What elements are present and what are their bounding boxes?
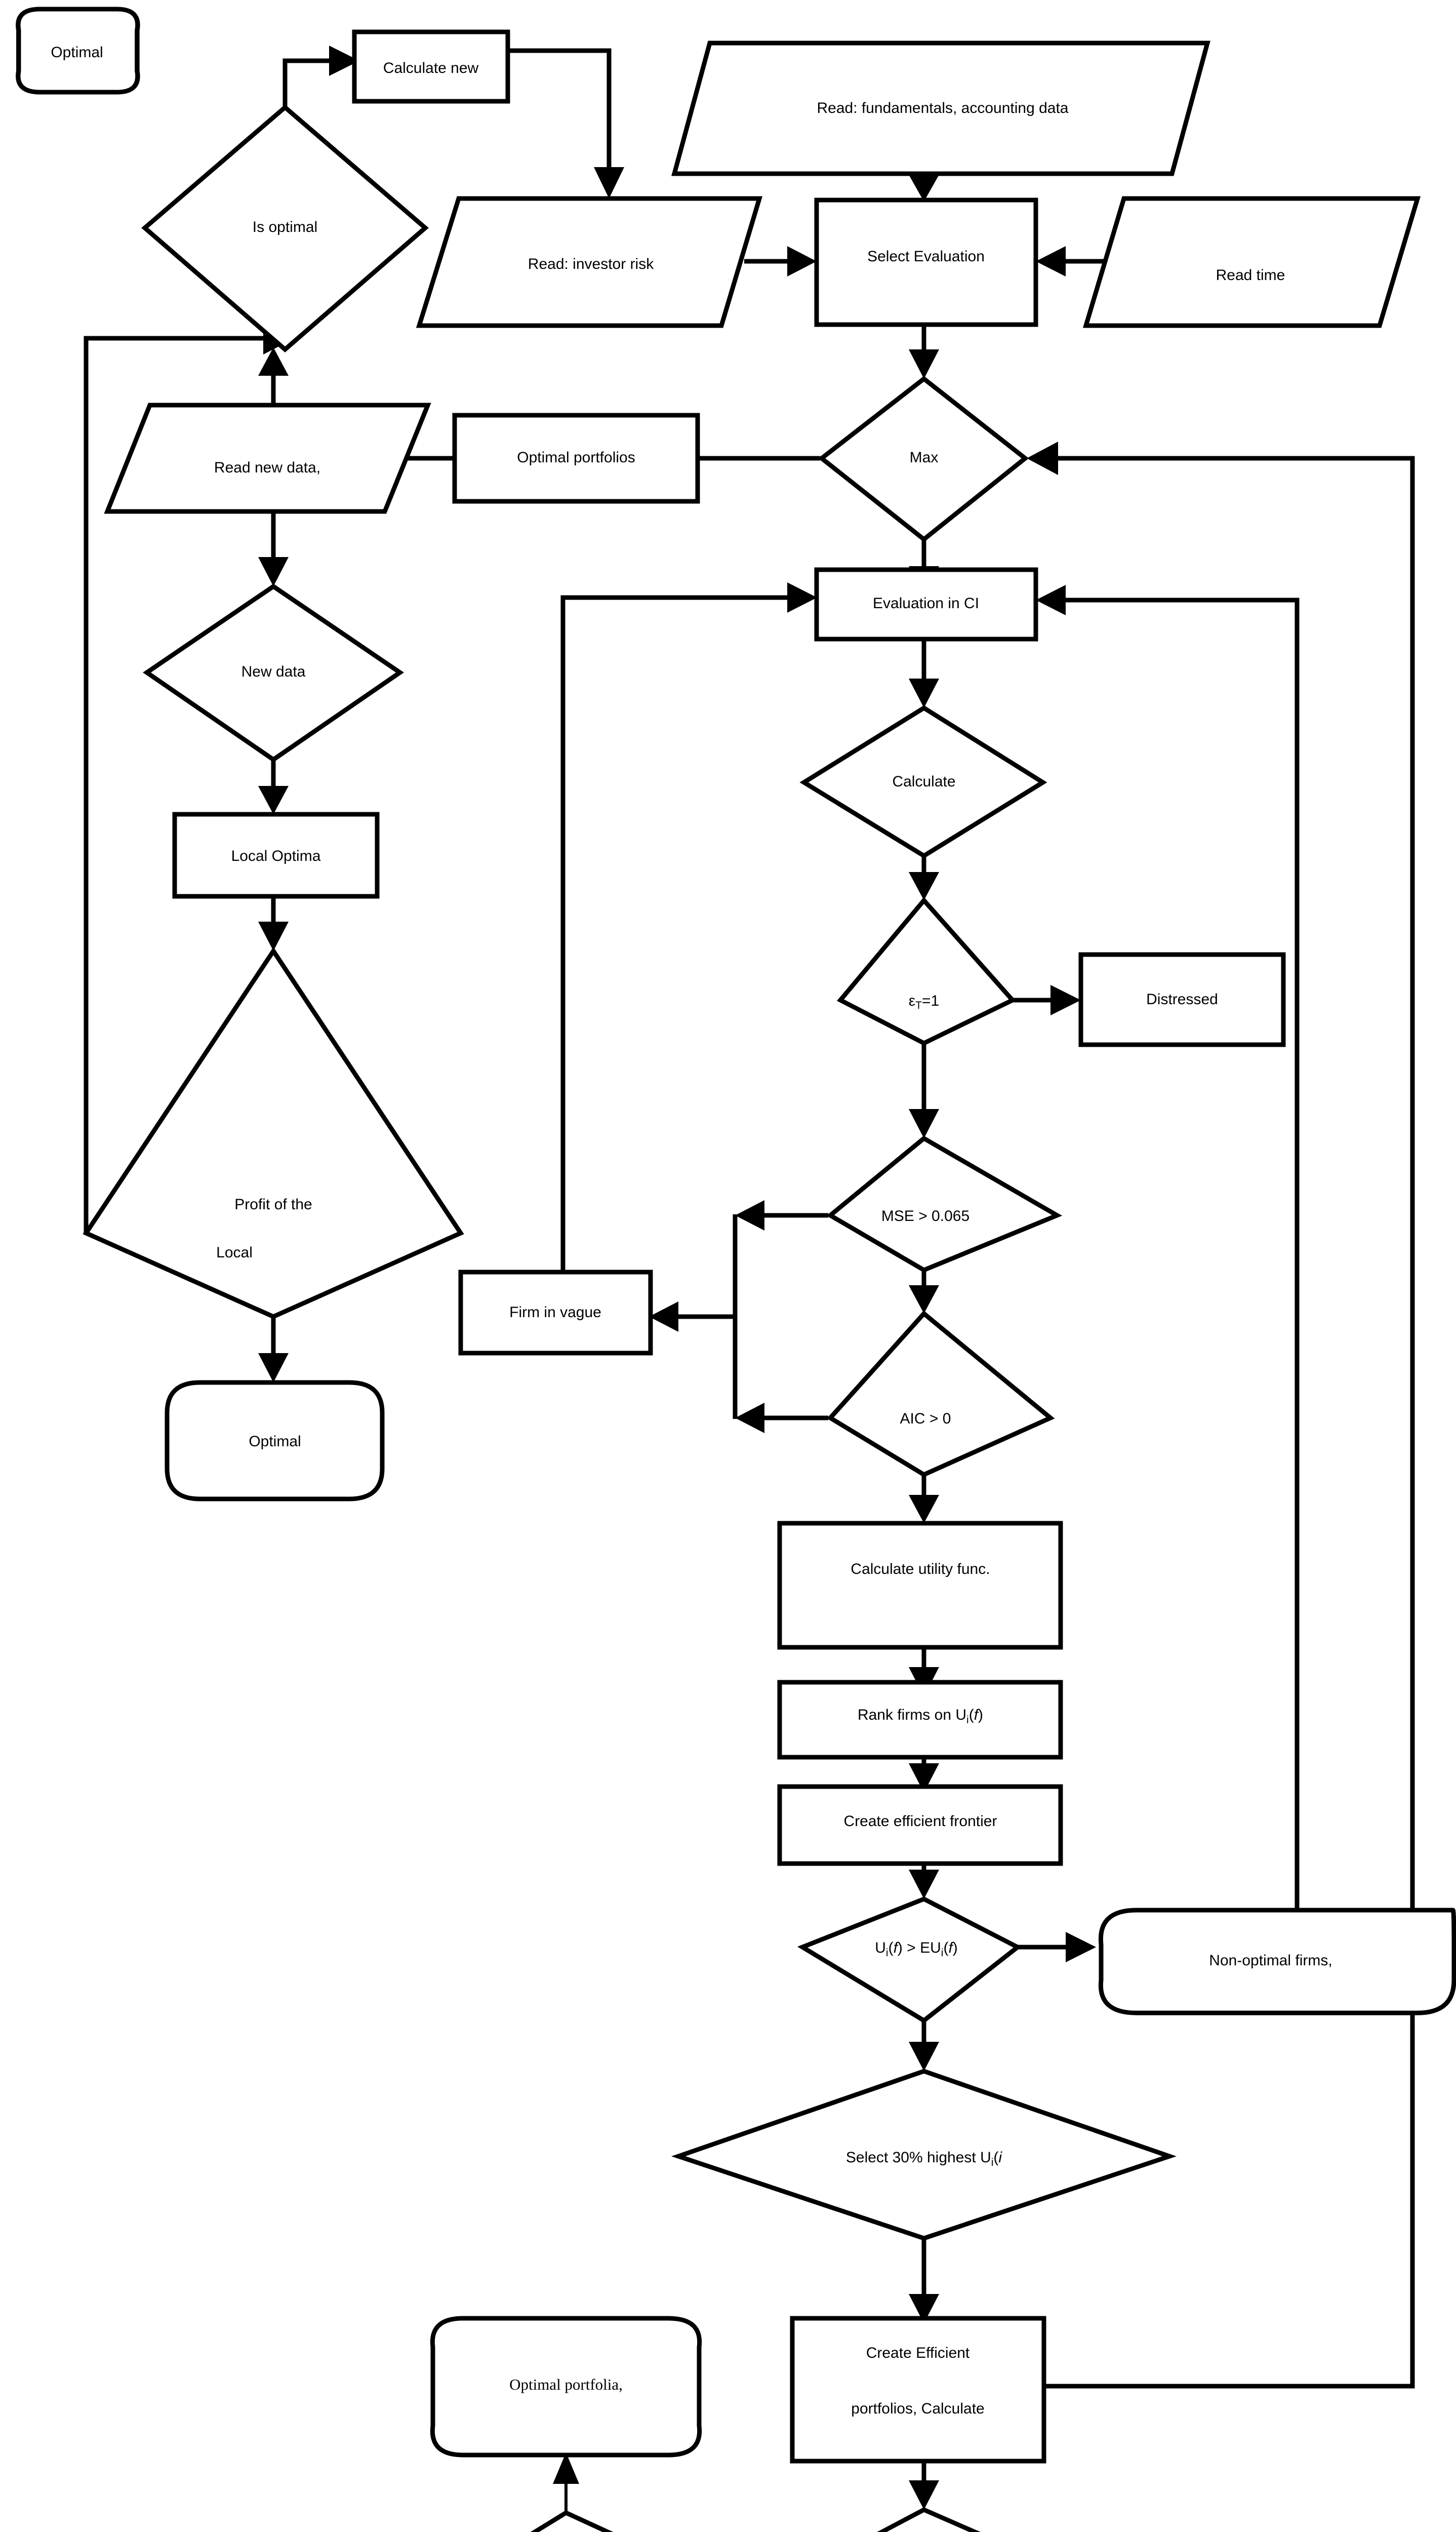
arrow-profit-to-end-optimal <box>258 1353 289 1382</box>
node-local-optima[interactable]: Local Optima <box>172 812 380 899</box>
node-calculate-utility[interactable]: Calculate utility func. <box>777 1521 1063 1650</box>
node-firm-in-vague[interactable]: Firm in vague <box>458 1270 653 1356</box>
node-new-data-label: New data <box>241 663 306 680</box>
node-detect[interactable]: Detect <box>754 2507 1129 2532</box>
node-create-efficient-frontier-label: Create efficient frontier <box>844 1813 997 1830</box>
node-distressed[interactable]: Distressed <box>1078 952 1286 1047</box>
node-calculate-new[interactable]: Calculate new <box>352 29 510 104</box>
node-profit-of-the-local-line1: Profit of the <box>234 1196 312 1213</box>
node-is-optimal-label: Is optimal <box>253 219 317 235</box>
node-read-time[interactable]: Read time <box>1082 196 1421 328</box>
arrow-frontier-to-ucompare <box>909 1870 939 1899</box>
node-optimal-portfolios-label: Optimal portfolios <box>517 449 635 466</box>
node-non-optimal-firms[interactable]: Non-optimal firms, <box>1098 1908 1456 2015</box>
arrow-rail-to-firmvague <box>649 1301 678 1332</box>
node-firm-in-vague-label: Firm in vague <box>509 1304 601 1321</box>
arrow-mse-to-rail <box>735 1200 764 1231</box>
arrow-aic-to-rail <box>735 1403 764 1433</box>
node-create-efficient-portfolios-line1: Create Efficient <box>866 2345 970 2361</box>
arrow-localoptima-to-profit <box>258 922 289 951</box>
arrow-time-to-select <box>1036 246 1066 276</box>
arrow-aic-to-utility <box>909 1495 939 1523</box>
node-profit-of-the-local[interactable]: Profit of the Local <box>83 946 464 1319</box>
node-calculate-label: Calculate <box>892 773 955 790</box>
node-select-30-highest[interactable]: Select 30% highest Ui(i <box>671 2069 1177 2241</box>
node-time-t[interactable]: Time t <box>425 2510 754 2532</box>
shapes: Optimal Calculate new Is optimal Read: f… <box>16 7 1456 2532</box>
arrow-evalci-to-calculate <box>909 679 939 708</box>
node-read-time-label: Read time <box>1216 267 1285 284</box>
node-aic-threshold[interactable]: AIC > 0 <box>827 1310 1055 1478</box>
arrow-readnew-to-isoptimal <box>258 347 289 376</box>
node-create-efficient-portfolios-line2: portfolios, Calculate <box>851 2400 984 2417</box>
arrow-time-to-optimalportfolia <box>553 2452 579 2484</box>
node-max-label: Max <box>910 449 939 466</box>
node-rank-firms[interactable]: Rank firms on Ui(f) <box>777 1680 1063 1760</box>
node-calculate[interactable]: Calculate <box>799 705 1047 859</box>
arrow-risk-to-select <box>787 246 817 276</box>
node-mse-threshold[interactable]: MSE > 0.065 <box>826 1135 1063 1273</box>
arrow-ucompare-to-select30 <box>909 2042 939 2071</box>
arrow-nonoptimal-to-evalci <box>1036 585 1066 615</box>
node-start-optimal[interactable]: Optimal <box>16 7 140 95</box>
node-calculate-utility-label: Calculate utility func. <box>851 1561 990 1577</box>
node-local-optima-label: Local Optima <box>231 848 321 864</box>
arrow-createeff-to-detect <box>909 2480 939 2510</box>
node-read-new-data-label: Read new data, <box>214 459 320 476</box>
node-evaluation-in-ci-label: Evaluation in CI <box>873 595 979 612</box>
arrow-epsilon-to-mse <box>909 1109 939 1138</box>
node-create-efficient-frontier[interactable]: Create efficient frontier <box>777 1784 1063 1866</box>
node-create-efficient-portfolios[interactable]: Create Efficient portfolios, Calculate <box>790 2316 1046 2464</box>
arrow-firmvague-to-evalci <box>787 582 817 613</box>
node-read-fundamentals[interactable]: Read: fundamentals, accounting data <box>671 41 1210 176</box>
arrow-select30-to-createeff <box>909 2294 939 2323</box>
arrow-to-calculate-new <box>329 46 359 76</box>
node-utility-compare[interactable]: Ui(f) > EUi(f) <box>797 1896 1022 2024</box>
node-optimal-portfolia[interactable]: Optimal portfolia, <box>430 2316 702 2458</box>
arrow-mse-to-aic <box>909 1285 939 1314</box>
arrow-rank-to-frontier <box>909 1763 939 1793</box>
arrow-to-read-investor-risk <box>594 167 624 199</box>
arrow-createeff-to-max <box>1027 442 1058 475</box>
node-optimal-portfolia-label: Optimal portfolia, <box>509 2376 623 2393</box>
node-read-investor-risk[interactable]: Read: investor risk <box>416 196 763 328</box>
node-read-investor-risk-label: Read: investor risk <box>528 256 654 272</box>
node-read-fundamentals-label: Read: fundamentals, accounting data <box>817 100 1068 116</box>
node-end-optimal[interactable]: Optimal <box>165 1380 385 1501</box>
arrow-ucompare-to-nonoptimal <box>1066 1932 1096 1962</box>
node-start-optimal-label: Optimal <box>51 44 103 61</box>
node-read-new-data[interactable]: Read new data, <box>104 403 431 514</box>
node-select-30-highest-label: Select 30% highest Ui(i <box>846 2149 1003 2168</box>
node-distressed-label: Distressed <box>1146 991 1218 1008</box>
node-is-optimal[interactable]: Is optimal <box>141 104 429 352</box>
arrow-fundamentals-to-select <box>909 175 939 202</box>
arrow-calculate-to-epsilon <box>909 872 939 900</box>
node-select-evaluation-label: Select Evaluation <box>867 248 985 265</box>
node-calculate-new-label: Calculate new <box>383 60 479 76</box>
node-rank-firms-label: Rank firms on Ui(f) <box>858 1707 983 1726</box>
node-aic-threshold-label: AIC > 0 <box>900 1410 951 1427</box>
node-max[interactable]: Max <box>818 376 1029 542</box>
node-select-evaluation[interactable]: Select Evaluation <box>814 197 1038 327</box>
node-evaluation-in-ci[interactable]: Evaluation in CI <box>814 567 1038 642</box>
node-optimal-portfolios[interactable]: Optimal portfolios <box>452 413 700 504</box>
node-mse-threshold-label: MSE > 0.065 <box>881 1208 969 1224</box>
connectors <box>84 46 1415 2527</box>
node-non-optimal-firms-label: Non-optimal firms, <box>1209 1952 1332 1969</box>
node-utility-compare-label: Ui(f) > EUi(f) <box>875 1940 958 1959</box>
arrow-readnew-to-newdata <box>258 557 289 586</box>
arrow-select-to-max <box>909 349 939 379</box>
node-epsilon-eq-1[interactable]: εT=1 <box>836 897 1017 1046</box>
arrow-newdata-to-localoptima <box>258 786 289 814</box>
arrow-epsilon-to-distressed <box>1050 985 1081 1015</box>
node-new-data[interactable]: New data <box>143 583 404 763</box>
node-profit-of-the-local-line2: Local <box>216 1244 253 1261</box>
node-epsilon-eq-1-label: εT=1 <box>909 993 939 1011</box>
node-end-optimal-label: Optimal <box>249 1433 301 1450</box>
